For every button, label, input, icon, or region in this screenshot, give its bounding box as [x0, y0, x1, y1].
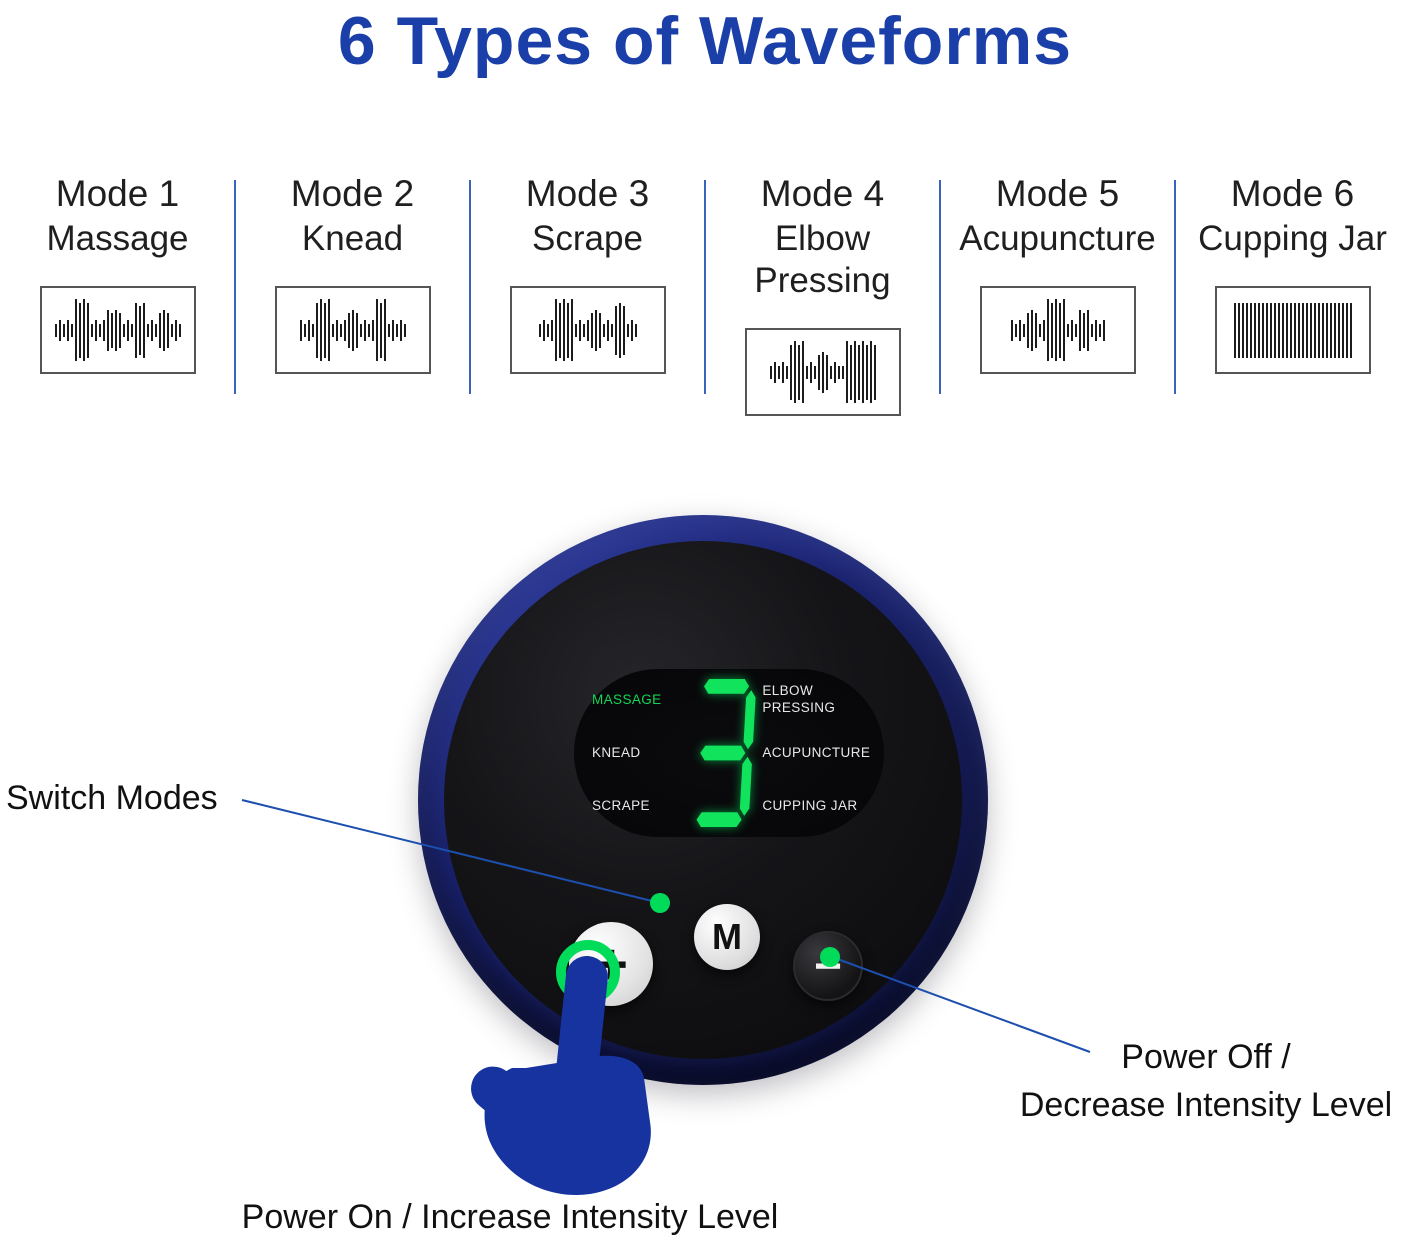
waveform-mode-5: [979, 286, 1136, 375]
display-label: CUPPING JAR: [762, 797, 858, 813]
hand-cursor-icon: [471, 956, 651, 1195]
mode-column: Mode 3 Scrape: [470, 168, 706, 416]
switch-modes-label: Switch Modes: [6, 779, 218, 817]
mode-column: Mode 1 Massage: [0, 168, 236, 416]
waveform-mode-6: [1214, 286, 1371, 375]
mode-number: Mode 2: [290, 173, 415, 214]
seven-segment-digit: [696, 679, 756, 827]
mode-indicator-dot: [650, 893, 670, 913]
display-label: SCRAPE: [592, 797, 650, 813]
mode-name: Knead: [301, 219, 404, 259]
modes-row: Mode 1 Massage Mode 2 Knead Mode 3 Scrap…: [0, 168, 1410, 417]
display-label: ACUPUNCTURE: [762, 744, 871, 760]
mode-name: Acupuncture: [959, 219, 1156, 259]
mode-number: Mode 5: [995, 173, 1120, 214]
mode-column: Mode 5 Acupuncture: [940, 168, 1176, 416]
display-label: ELBOW PRESSING: [762, 683, 836, 715]
mode-number: Mode 1: [55, 173, 180, 214]
mode-name: Scrape: [532, 219, 643, 259]
display-right-labels: ELBOW PRESSING ACUPUNCTURE CUPPING JAR: [762, 674, 884, 833]
page-title: 6 Types of Waveforms: [337, 3, 1073, 79]
mode-name: Cupping Jar: [1198, 219, 1387, 259]
mode-number: Mode 4: [760, 173, 885, 214]
mode-button: M: [694, 904, 760, 970]
power-off-label: Power Off / Decrease Intensity Level: [1006, 1034, 1406, 1129]
minus-indicator-dot: [820, 947, 840, 967]
power-off-line2: Decrease Intensity Level: [1019, 1085, 1393, 1124]
mode-number: Mode 6: [1230, 173, 1355, 214]
display-label: MASSAGE: [592, 691, 662, 707]
display-left-labels: MASSAGE KNEAD SCRAPE: [574, 674, 686, 833]
mode-name: Massage: [46, 219, 189, 259]
waveform-mode-1: [39, 286, 196, 375]
display-digit: [686, 679, 763, 827]
mode-column: Mode 6 Cupping Jar: [1175, 168, 1410, 416]
waveform-mode-3: [509, 286, 666, 375]
waveform-mode-2: [274, 286, 431, 375]
mode-number: Mode 3: [525, 173, 650, 214]
mode-name: Elbow Pressing: [754, 219, 891, 301]
mode-column: Mode 4 Elbow Pressing: [705, 168, 941, 417]
waveform-mode-4: [744, 328, 901, 417]
power-off-line1: Power Off /: [1121, 1038, 1291, 1076]
mode-column: Mode 2 Knead: [235, 168, 471, 416]
display-label: KNEAD: [592, 744, 641, 760]
power-on-label: Power On / Increase Intensity Level: [241, 1198, 779, 1236]
